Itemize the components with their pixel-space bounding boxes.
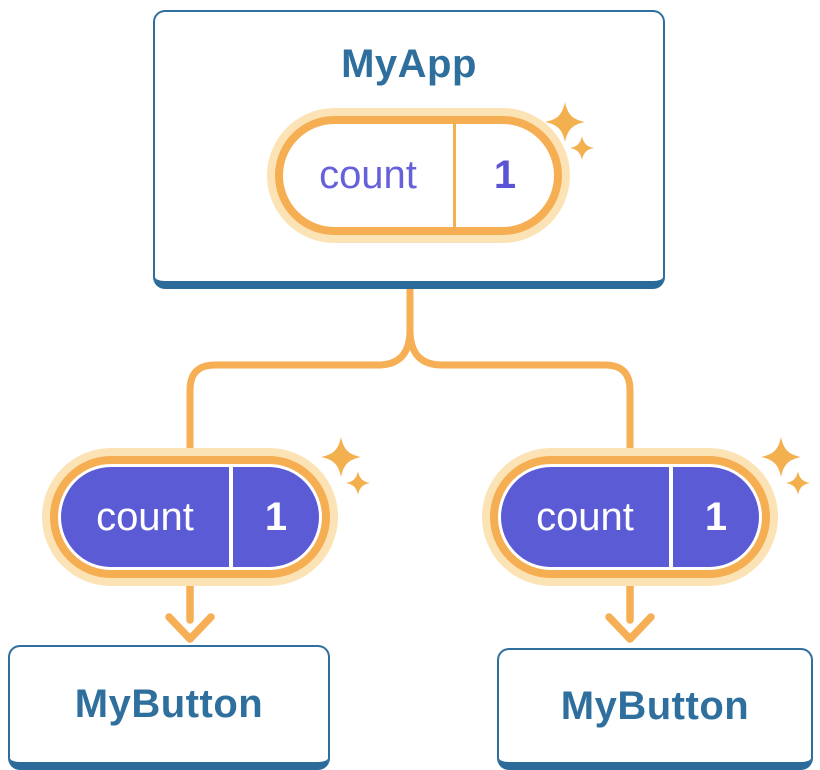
state-pill-body: count 1 — [283, 124, 554, 227]
prop-pill-label: count — [96, 494, 194, 539]
prop-pill-body: count 1 — [61, 467, 319, 567]
component-title-myapp: MyApp — [341, 42, 477, 86]
sparkle-icon — [321, 437, 370, 495]
connector-branch-right — [406, 283, 634, 470]
pill-divider — [669, 467, 673, 567]
sparkle-icon — [761, 437, 810, 495]
prop-pill-count-left: count 1 — [50, 456, 330, 578]
component-card-mybutton-left: MyButton — [8, 645, 330, 770]
state-pill-count: count 1 — [275, 116, 562, 235]
prop-pill-value: 1 — [264, 494, 288, 539]
prop-pill-value: 1 — [704, 494, 728, 539]
state-pill-value: 1 — [493, 153, 517, 197]
pill-divider — [453, 124, 456, 227]
sparkle-icon — [545, 102, 594, 160]
component-title-mybutton-right: MyButton — [560, 683, 750, 728]
component-title-mybutton-left: MyButton — [74, 682, 264, 726]
arrow-down-left-icon — [165, 568, 215, 643]
component-card-mybutton-right: MyButton — [497, 648, 813, 770]
arrow-down-right-icon — [605, 568, 655, 643]
prop-pill-label: count — [536, 494, 634, 539]
prop-pill-count-right: count 1 — [490, 456, 770, 578]
state-pill-label: count — [319, 153, 417, 197]
pill-divider — [229, 467, 233, 567]
prop-pill-body: count 1 — [501, 467, 759, 567]
